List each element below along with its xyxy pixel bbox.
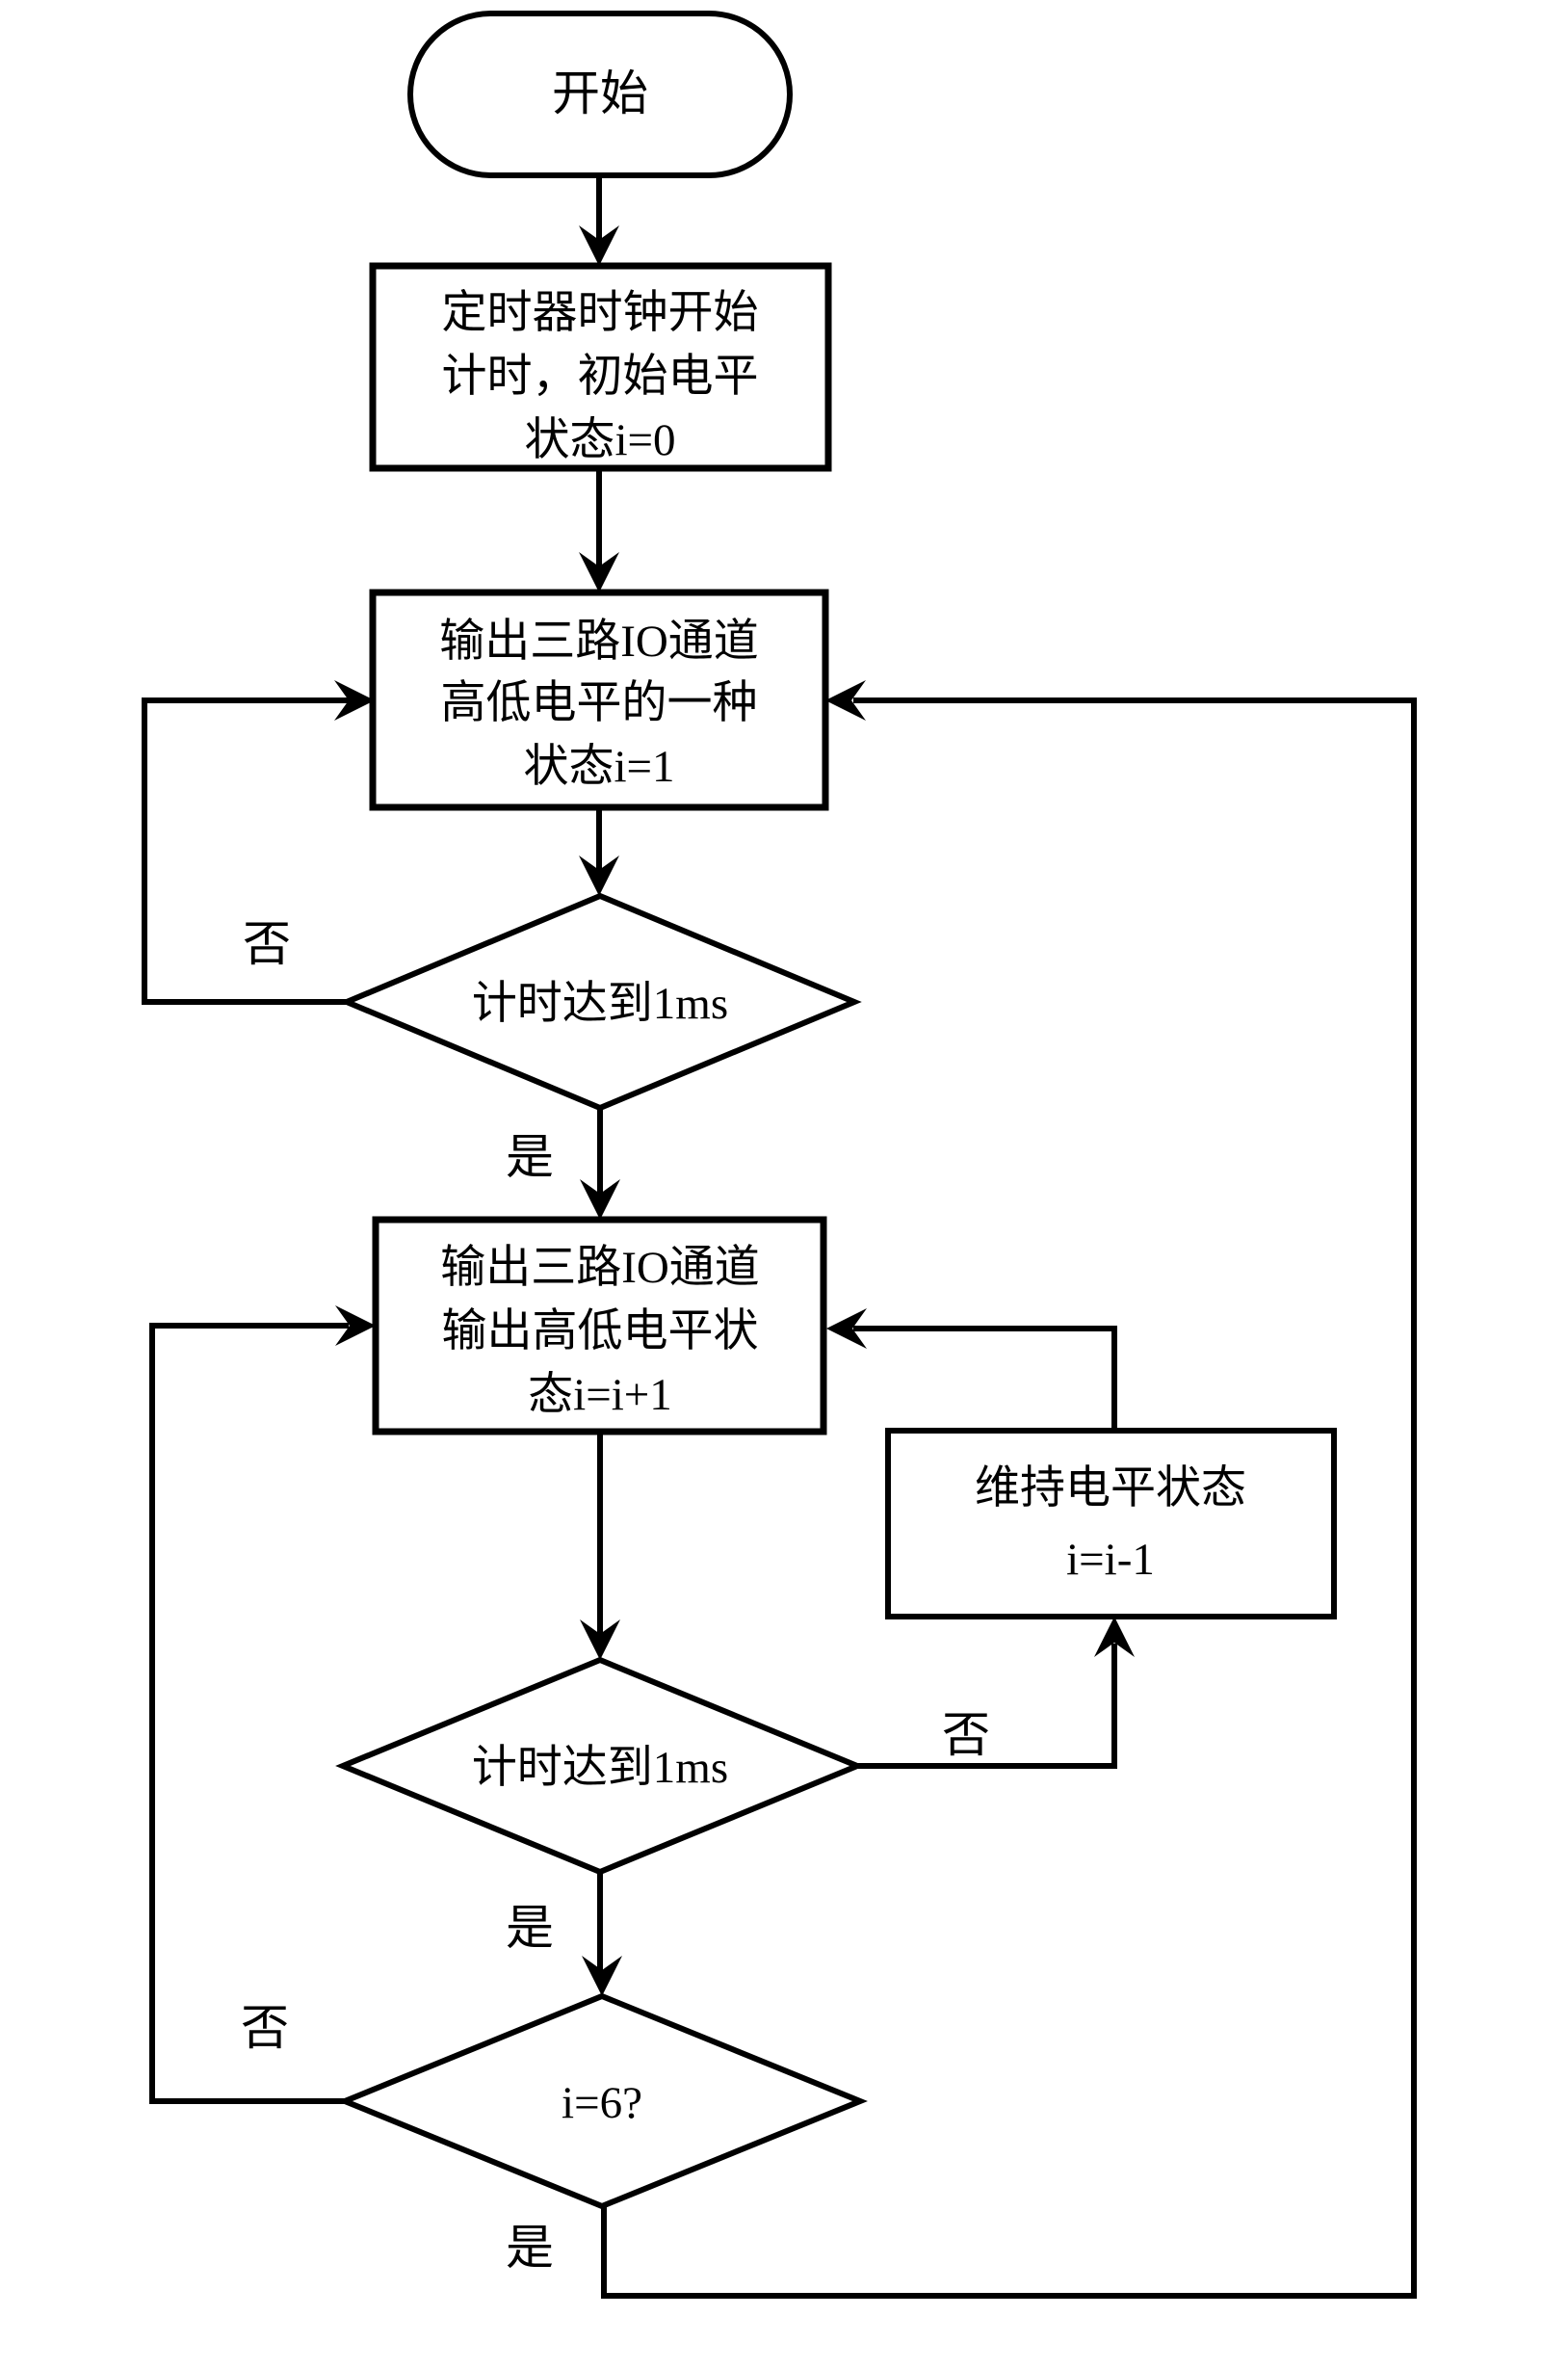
arrowhead-down-icon bbox=[580, 1179, 620, 1220]
node-hold-state: 维持电平状态 i=i-1 bbox=[885, 1428, 1337, 1619]
output-state-next-line1: 输出三路IO通道 bbox=[440, 1243, 760, 1293]
arrowhead-left-icon bbox=[826, 1308, 867, 1349]
arrowhead-down-icon bbox=[582, 1956, 622, 1996]
hold-state-shape bbox=[885, 1428, 1337, 1619]
timing-check-1-shape bbox=[339, 892, 862, 1112]
node-output-state-next: 输出三路IO通道 输出高低电平状 态i=i+1 bbox=[372, 1216, 827, 1435]
output-state-next-line2: 输出高低电平状 bbox=[442, 1306, 759, 1356]
timing-check-1-label: 计时达到1ms bbox=[472, 979, 728, 1029]
connector-indexcheck-yes-loop bbox=[601, 698, 1417, 2299]
arrowhead-down-icon bbox=[579, 552, 619, 592]
connector-indexcheck-no-loop bbox=[149, 1323, 349, 2104]
node-timing-check-1: 计时达到1ms bbox=[339, 892, 862, 1112]
arrowhead-right-icon bbox=[335, 1305, 376, 1346]
arrowhead-down-icon bbox=[579, 855, 619, 896]
output-state-one-line2: 高低电平的一种 bbox=[441, 678, 758, 728]
node-index-check: i=6? bbox=[337, 1992, 868, 2210]
arrowhead-right-icon bbox=[334, 680, 375, 721]
node-start: 开始 bbox=[407, 11, 793, 178]
arrowhead-down-icon bbox=[579, 225, 619, 266]
output-state-one-shape bbox=[369, 589, 829, 811]
arrowhead-up-icon bbox=[1094, 1617, 1135, 1657]
indexcheck-yes-label: 是 bbox=[506, 2221, 554, 2275]
node-output-state-one: 输出三路IO通道 高低电平的一种 状态i=1 bbox=[369, 589, 829, 811]
check1-no-label: 否 bbox=[243, 917, 291, 971]
output-state-one-line1: 输出三路IO通道 bbox=[439, 617, 759, 667]
timer-init-line1: 定时器时钟开始 bbox=[442, 288, 759, 338]
branch-labels: 否 是 否 是 否 是 bbox=[241, 917, 990, 2275]
connectors bbox=[142, 175, 1417, 2299]
output-state-one-line3: 状态i=1 bbox=[523, 742, 674, 792]
timer-init-line3: 状态i=0 bbox=[524, 415, 675, 465]
output-state-next-line3: 态i=i+1 bbox=[528, 1370, 672, 1420]
index-check-shape bbox=[337, 1992, 868, 2210]
arrowhead-down-icon bbox=[580, 1619, 620, 1660]
timing-check-2-label: 计时达到1ms bbox=[472, 1743, 728, 1793]
connector-check2-no bbox=[857, 1644, 1117, 1769]
node-timing-check-2: 计时达到1ms bbox=[335, 1656, 865, 1876]
check1-yes-label: 是 bbox=[506, 1130, 554, 1184]
output-state-next-shape bbox=[372, 1216, 827, 1435]
indexcheck-no-label: 否 bbox=[241, 2001, 289, 2055]
connector-check1-no-loop bbox=[142, 698, 349, 1005]
hold-state-line1: 维持电平状态 bbox=[975, 1463, 1246, 1514]
check2-no-label: 否 bbox=[942, 1708, 990, 1762]
hold-state-line2: i=i-1 bbox=[1066, 1535, 1155, 1585]
check2-yes-label: 是 bbox=[506, 1901, 554, 1955]
node-timer-init: 定时器时钟开始 计时，初始电平 状态i=0 bbox=[369, 262, 832, 472]
arrowhead-left-icon bbox=[825, 680, 866, 721]
index-check-label: i=6? bbox=[562, 2078, 642, 2128]
timer-init-shape bbox=[369, 262, 832, 472]
start-terminator-shape bbox=[407, 11, 793, 178]
start-label: 开始 bbox=[552, 66, 648, 120]
connector-hold-to-outputnext bbox=[853, 1326, 1117, 1431]
timing-check-2-shape bbox=[335, 1656, 865, 1876]
timer-init-line2: 计时，初始电平 bbox=[442, 352, 759, 402]
